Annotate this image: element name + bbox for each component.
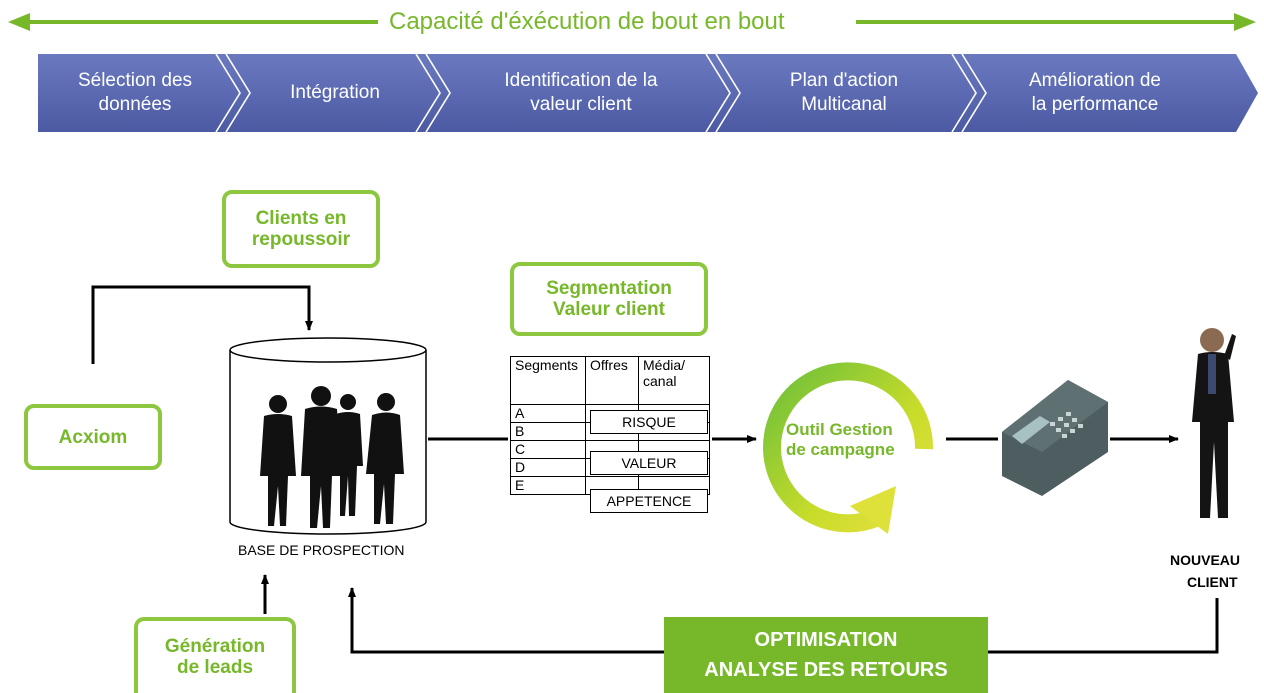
segmentation-box: Segmentation Valeur client xyxy=(510,262,708,336)
acxiom-box: Acxiom xyxy=(24,404,162,470)
new-client-caption-1: NOUVEAU xyxy=(1170,552,1241,568)
database-caption: BASE DE PROSPECTION xyxy=(238,542,405,558)
process-banner xyxy=(38,53,1258,133)
segment-row: C xyxy=(510,440,586,459)
clients-repoussoir-box: Clients en repoussoir xyxy=(222,190,380,268)
optimisation-title: OPTIMISATION xyxy=(754,629,898,651)
segment-header-offres: Offres xyxy=(585,356,639,405)
stage-integration: Intégration xyxy=(290,82,380,103)
campaign-cycle-icon xyxy=(763,362,934,534)
generation-leads-box: Génération de leads xyxy=(134,617,296,693)
segment-row: E xyxy=(510,476,586,495)
telephone-icon xyxy=(1002,380,1108,496)
end-to-end-title: Capacité d'éxécution de bout en bout xyxy=(389,8,785,35)
database-cylinder xyxy=(229,337,427,535)
segment-row: B xyxy=(510,422,586,441)
stage-selection-donnees: Sélection des données xyxy=(77,70,193,115)
segment-row: D xyxy=(510,458,586,477)
offer-valeur: VALEUR xyxy=(590,451,708,475)
segment-header-media: Média/ canal xyxy=(638,356,710,405)
stage-plan-action-multicanal: Plan d'action Multicanal xyxy=(789,70,899,115)
outil-gestion-label: Outil Gestion de campagne xyxy=(786,420,895,459)
new-client-caption-2: CLIENT xyxy=(1187,574,1238,590)
stage-amelioration-performance: Amélioration de la performance xyxy=(1028,70,1162,115)
stage-identification-valeur-client: Identification de la valeur client xyxy=(504,70,658,115)
people-silhouettes-icon xyxy=(260,386,404,528)
new-client-person-icon xyxy=(1192,328,1236,518)
end-to-end-arrow xyxy=(8,13,1256,31)
optimisation-box: OPTIMISATION ANALYSE DES RETOURS xyxy=(664,617,988,693)
offer-risque: RISQUE xyxy=(590,410,708,434)
segment-header-segments: Segments xyxy=(510,356,586,405)
segment-row: A xyxy=(510,404,586,423)
segment-table: Segments Offres Média/ canal A B C D E xyxy=(510,356,710,495)
analyse-retours-title: ANALYSE DES RETOURS xyxy=(704,659,948,681)
offer-appetence: APPETENCE xyxy=(590,489,708,513)
